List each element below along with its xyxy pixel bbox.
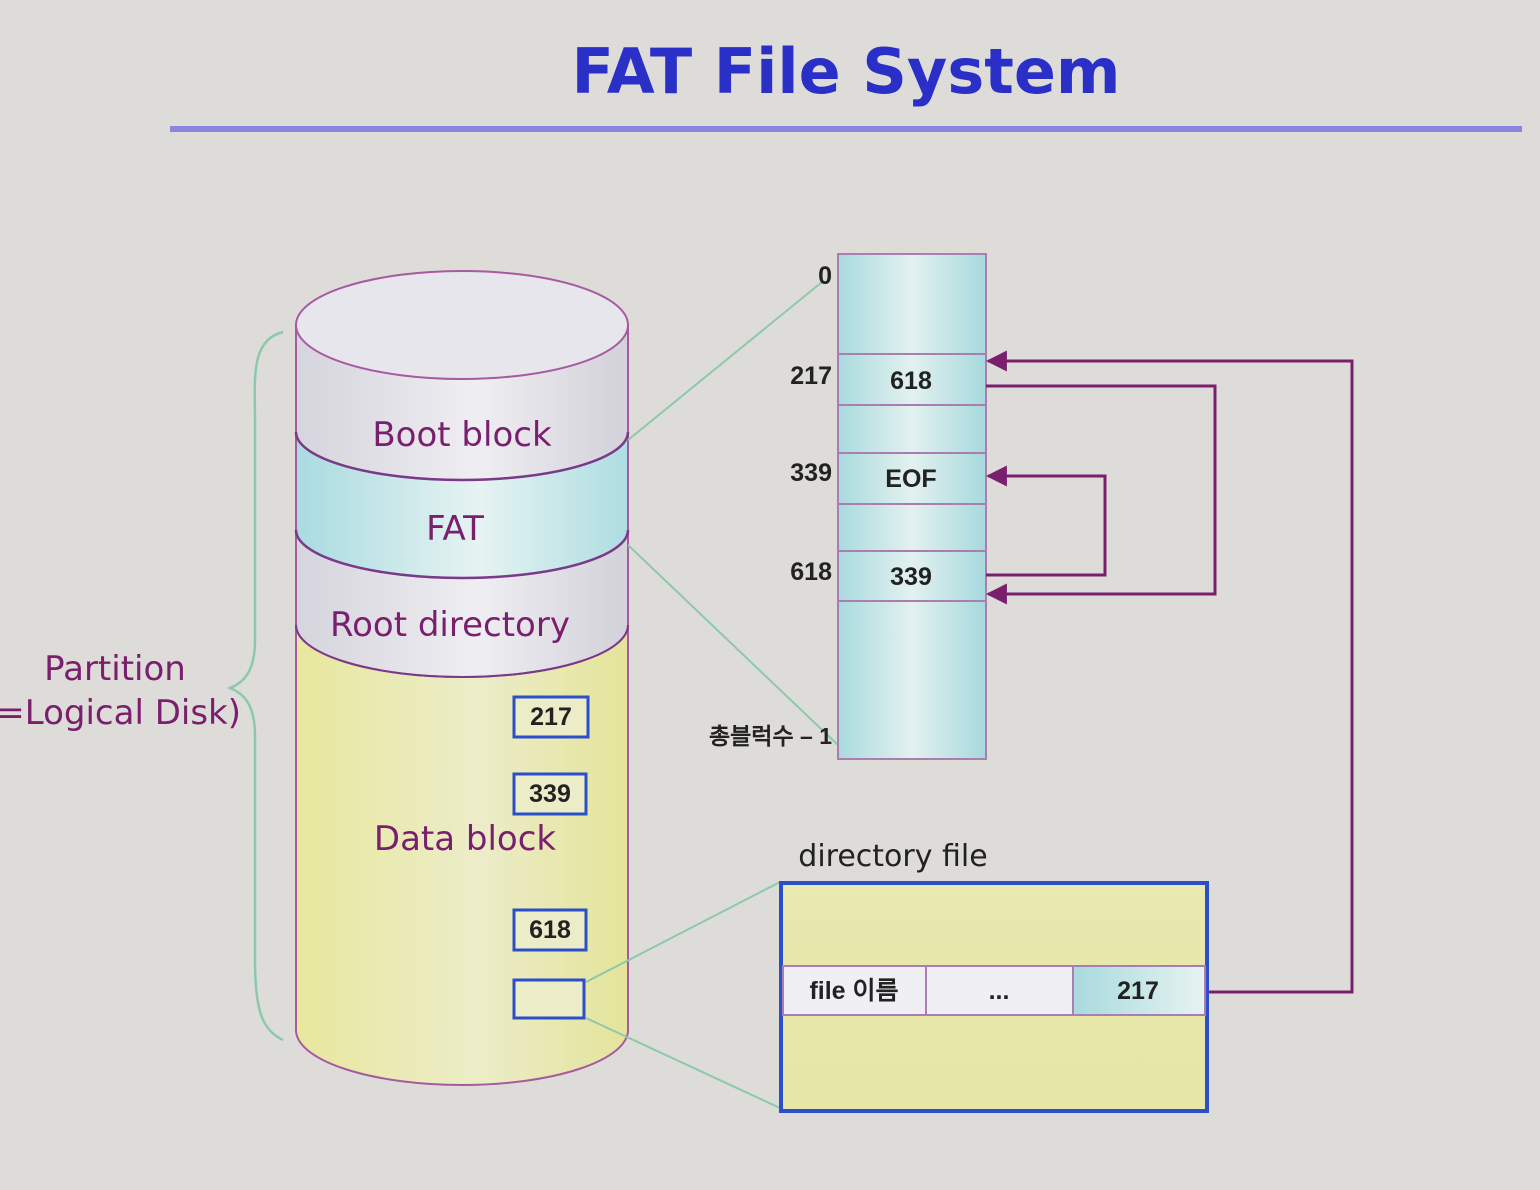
connector-lines [585,281,839,1109]
cylinder-top [295,270,629,380]
directory-file: file 이름 ... 217 [779,881,1209,1113]
fat-index-last: 총블럭수 – 1 [709,723,832,749]
boot-block-label: Boot block [372,415,552,455]
fat-label: FAT [426,509,484,549]
data-block-directory [512,978,586,1020]
svg-text:339: 339 [529,780,571,808]
partition-label-sub: (=Logical Disk) [0,693,241,733]
fat-entry-217-value: 618 [890,367,932,395]
arrow-618-to-339 [985,465,1107,577]
svg-text:217: 217 [530,703,572,731]
page-title: FAT File System [571,35,1120,108]
dir-cell-start-block: 217 [1117,977,1159,1005]
data-block-339: 339 [512,772,588,816]
fat-entry-618-value: 339 [890,563,932,591]
fat-index-0: 0 [818,262,832,290]
chain-arrows [985,350,1354,994]
disk-cylinder [294,270,630,1086]
dir-cell-filename: file 이름 [809,977,898,1005]
fat-index-339: 339 [790,459,832,487]
arrow-dir-to-217 [985,350,1354,994]
data-block-label: Data block [374,819,557,859]
data-block-217: 217 [512,695,590,739]
partition-brace [226,330,284,1042]
fat-index-217: 217 [790,362,832,390]
dir-cell-ellipsis: ... [989,977,1010,1005]
fat-table: 618 EOF 339 [837,253,987,760]
data-block-618: 618 [512,908,588,952]
directory-file-label: directory file [798,839,987,874]
data-block-region [295,624,629,1086]
svg-text:618: 618 [529,916,571,944]
partition-label: Partition [44,649,186,689]
fat-index-618: 618 [790,558,832,586]
fat-entry-339-value: EOF [885,465,936,493]
root-directory-label: Root directory [330,605,570,645]
arrow-217-to-618 [985,384,1217,605]
